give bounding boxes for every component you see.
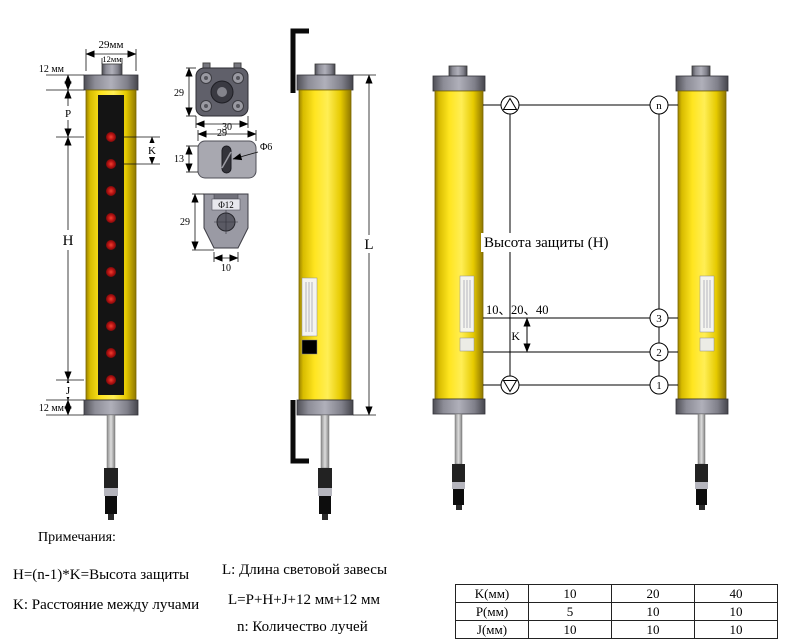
bracket-dim-left: 29 [180, 217, 190, 228]
table-row: P(мм) 5 10 10 [455, 602, 778, 621]
datum-triangle-bottom [502, 380, 518, 393]
row-label: P(мм) [455, 602, 529, 621]
beam-k-label: K [511, 329, 520, 343]
label-h: H [63, 233, 74, 249]
dim-tab-label: 12мм [102, 54, 122, 64]
cell: 10 [694, 620, 778, 639]
connector [104, 468, 118, 520]
dim-bottom-cap-label: 12 мм [39, 403, 65, 414]
plate-dim-top: 30 [222, 122, 232, 133]
row-label: J(мм) [455, 620, 529, 639]
table-row: J(мм) 10 10 10 [455, 620, 778, 639]
cable [320, 414, 330, 469]
table-row: K(мм) 10 20 40 [455, 584, 778, 603]
cell: 10 [611, 602, 695, 621]
dim-top-cap-label: 12 мм [39, 64, 65, 75]
cell: 10 [528, 620, 612, 639]
end-cap-dim-left: 29 [174, 88, 184, 99]
product-label [301, 277, 318, 337]
label-p: P [65, 108, 71, 120]
note-l-formula: L=P+H+J+12 мм+12 мм [228, 592, 380, 608]
top-tab [101, 63, 123, 76]
datum-triangle-top [502, 97, 518, 110]
cable [454, 413, 463, 465]
label-j: J [66, 385, 71, 397]
cell: 10 [694, 602, 778, 621]
mounting-plate-view: 30 13 Φ6 [174, 122, 272, 179]
emitter-device [432, 65, 486, 510]
end-cap-view: 29 29 [174, 62, 249, 139]
protection-height-label: Высота защиты (H) [484, 235, 609, 251]
bracket-dim-bottom: 10 [221, 263, 231, 274]
top-cap [83, 74, 139, 91]
cell: 10 [611, 620, 695, 639]
note-l: L: Длина световой завесы [222, 562, 388, 578]
note-n: n: Количество лучей [237, 619, 368, 635]
beam-spacing-values: 10、20、40 [486, 303, 549, 317]
beam-number-2: 2 [656, 347, 662, 359]
connector [318, 468, 332, 520]
plate-dim-left: 13 [174, 154, 184, 165]
beam-number-n: n [656, 100, 662, 112]
beam-markers: n 3 2 1 [500, 95, 669, 395]
certification-label [459, 337, 475, 352]
cable [106, 414, 116, 469]
bottom-cap [83, 399, 139, 416]
beam-leds [106, 132, 116, 385]
label-l: L [364, 237, 373, 253]
row-label: K(мм) [455, 584, 529, 603]
front-view-device [83, 63, 139, 520]
certification-label [699, 337, 715, 352]
connector [695, 464, 708, 510]
connector [452, 464, 465, 510]
certification-label [301, 339, 318, 355]
beam-number-3: 3 [656, 313, 662, 325]
note-k: K: Расстояние между лучами [13, 597, 200, 613]
plate-hole-dim: Φ6 [260, 142, 272, 153]
notes-title: Примечания: [38, 530, 116, 545]
side-view-device [296, 63, 354, 520]
receiver-device [675, 65, 729, 510]
label-k: K [148, 145, 156, 157]
beam-number-1: 1 [656, 380, 662, 392]
bracket-hole-dim: Φ12 [218, 200, 234, 210]
bracket-view: Φ12 29 10 [180, 193, 249, 274]
cable [697, 413, 706, 465]
cell: 10 [528, 584, 612, 603]
cell: 20 [611, 584, 695, 603]
wall-bracket [290, 28, 309, 464]
cell: 5 [528, 602, 612, 621]
front-view-dimension-labels: 29мм 12мм 12 мм P K H J 12 мм [39, 39, 160, 414]
note-h-formula: H=(n-1)*K=Высота защиты [13, 567, 190, 583]
cell: 40 [694, 584, 778, 603]
spec-table: K(мм) 10 20 40 P(мм) 5 10 10 J(мм) 10 10… [455, 584, 778, 639]
dim-width-label: 29мм [99, 39, 124, 51]
